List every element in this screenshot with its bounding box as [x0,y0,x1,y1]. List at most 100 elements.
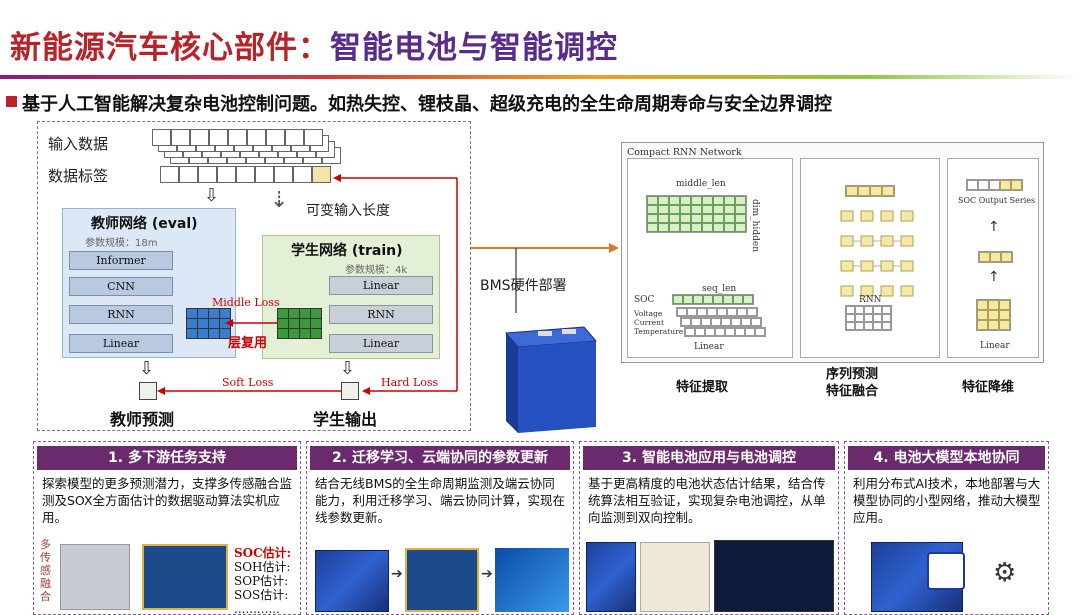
rnn-output-row [845,185,895,197]
hard-loss-label: Hard Loss [381,376,439,389]
middle-loss-label: Middle Loss [212,296,280,309]
soft-loss-label: Soft Loss [222,376,274,389]
sop-estimate: SOP估计: [234,574,289,588]
voltage-sequence [676,307,758,317]
title-part2: 智能电池与智能调控 [330,30,618,66]
card-smart-battery: 3. 智能电池应用与电池调控 基于更高精度的电池状态估计结果，结合传统算法相互验… [579,441,839,615]
dashed-down-arrow-icon: ⇣ [270,188,289,213]
soc-estimate: SOC估计: [234,546,292,560]
title-divider [0,75,1080,79]
multi-sensor-label: 多传感融合 [40,538,51,603]
caption-feature-reduction: 特征降维 [962,380,1015,395]
deploy-arrows [471,243,619,313]
student-output-node [341,382,359,400]
soh-estimate: SOH估计: [234,560,291,574]
rnn-input-grid [845,305,892,331]
teacher-output-arrow-icon: ⇩ [139,358,155,379]
bms-board-photo [405,548,479,612]
seq-len-label: seq_len [702,284,737,294]
arrow-right-icon: ➔ [391,566,403,582]
student-output-label: 学生输出 [313,410,378,429]
sos-estimate: SOS估计: [234,588,289,602]
student-layer-linear-bottom: Linear [329,334,433,353]
caption-sequence-prediction: 序列预测 特征融合 [826,367,879,399]
student-params: 参数规模：4k [345,265,408,276]
down-arrow-icon: ⇩ [204,185,220,206]
up-arrow-icon-2: ↑ [988,269,1000,285]
distillation-connectors [157,174,458,395]
rnn-unrolled-graph [840,210,914,297]
feature-extraction-panel: middle_len dim_hidden seq_len SOC Voltag… [627,158,793,358]
student-title: 学生网络 (train) [291,243,403,259]
teacher-prediction-label: 教师预测 [110,410,175,429]
linear-label-1: Linear [694,342,724,352]
card-4-title: 4. 电池大模型本地协同 [848,446,1045,470]
bullet-icon [6,96,17,107]
pcb-photo [142,544,228,610]
teacher-layer-rnn: RNN [69,305,173,324]
feature-soc: SOC [634,295,655,305]
battery-pack-photo [315,550,389,612]
bms-architecture-image [714,540,834,612]
temperature-sequence [684,327,766,337]
algorithm-diagram-image [640,542,710,612]
linear-label-2: Linear [980,341,1010,351]
up-arrow-icon: ↑ [988,219,1000,235]
middle-len-label: middle_len [676,179,726,189]
cloud-computing-image [495,548,569,612]
student-feature-grid [277,308,322,339]
rnn-label: RNN [859,295,882,305]
card-3-title: 3. 智能电池应用与电池调控 [583,446,835,470]
card-transfer-learning: 2. 迁移学习、云端协同的参数更新 结合无线BMS的全生命周期监测及端云协同能力… [306,441,574,615]
teacher-title: 教师网络 (eval) [91,216,198,232]
card-downstream-tasks: 1. 多下游任务支持 探索模型的更多预测潜力，支撑多传感融合监测及SOX全方面估… [33,441,301,615]
feature-grid-3x3 [976,299,1011,331]
soc-sequence [672,294,754,305]
sequence-prediction-panel: RNN [800,158,940,358]
data-label-label: 数据标签 [48,167,109,185]
feature-voltage: Voltage [634,309,663,318]
soc-output-cells [966,179,1023,191]
teacher-output-node [139,382,157,400]
card-1-title: 1. 多下游任务支持 [37,446,297,470]
sensor-photo [60,544,130,610]
teacher-layer-cnn: CNN [69,277,173,296]
student-output-arrow-icon: ⇩ [340,358,356,379]
ai-chip-icon: ⚙ [993,558,1017,588]
more-estimates: ............ [234,602,280,615]
battery-icon [504,326,598,433]
teacher-layer-linear: Linear [69,334,173,353]
student-layer-linear-top: Linear [329,276,433,295]
subtitle: 基于人工智能解决复杂电池控制问题。如热失控、锂枝晶、超级充电的全生命周期寿命与安… [22,94,832,115]
card-2-body: 结合无线BMS的全生命周期监测及端云协同能力，利用迁移学习、端云协同计算，实现在… [315,476,566,525]
card-2-title: 2. 迁移学习、云端协同的参数更新 [310,446,570,470]
feature-reduction-panel: SOC Output Series ↑ ↑ Linear [947,158,1039,358]
label-sequence [160,166,331,183]
teacher-layer-informer: Informer [69,251,173,270]
hidden-grid [646,195,747,233]
soc-output-series-label: SOC Output Series [958,196,1036,205]
card-3-body: 基于更高精度的电池状态估计结果，结合传统算法相互验证，实现复杂电池调控，从单向监… [588,476,826,525]
current-sequence [680,317,762,327]
student-layer-rnn: RNN [329,305,433,324]
bms-deploy-label: BMS硬件部署 [480,278,567,294]
reduced-feature-row [978,251,1013,263]
card-4-body: 利用分布式AI技术，本地部署与大模型协同的小型网络，推动大模型应用。 [853,476,1041,525]
variable-length-label: 可变输入长度 [306,203,390,219]
title-part1: 新能源汽车核心部件： [10,30,330,66]
input-data-label: 输入数据 [48,135,109,153]
battery-cell-photo [586,542,636,612]
rnn-network-title: Compact RNN Network [627,147,742,158]
chart-trend-icon [927,552,965,590]
feature-temperature: Temperature [634,327,684,336]
card-1-body: 探索模型的更多预测潜力，支撑多传感融合监测及SOX全方面估计的数据驱动算法实机应… [42,476,293,525]
dim-hidden-label: dim_hidden [750,199,760,252]
teacher-feature-grid [186,308,231,339]
arrow-right-icon-2: ➔ [481,566,493,582]
teacher-params: 参数规模：18m [85,238,158,249]
card-large-model: 4. 电池大模型本地协同 利用分布式AI技术，本地部署与大模型协同的小型网络，推… [844,441,1049,615]
page-title: 新能源汽车核心部件：智能电池与智能调控 [10,22,618,67]
layer-reuse-label: 层复用 [228,336,268,351]
input-sequence-layer [152,129,323,146]
estimation-list: SOC估计: SOH估计: SOP估计: SOS估计: ............ [234,546,292,615]
